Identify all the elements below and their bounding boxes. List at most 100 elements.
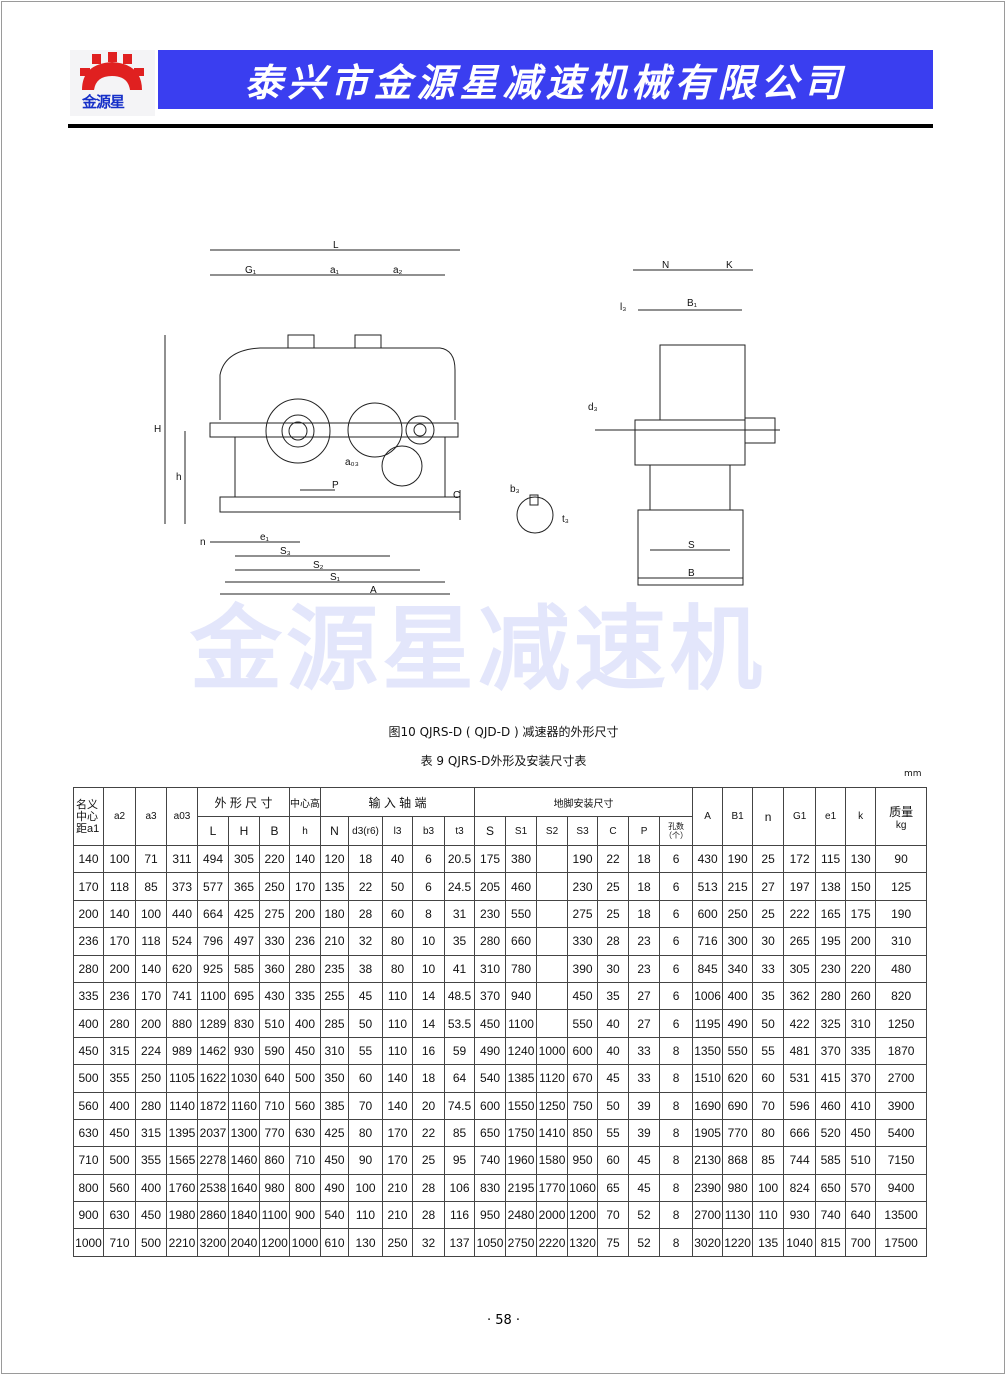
table-cell: 52: [628, 1228, 661, 1257]
table-cell: 1550: [505, 1091, 538, 1120]
table-cell: 64: [443, 1064, 476, 1093]
table-cell: 110: [348, 1201, 383, 1230]
table-cell: 220: [845, 954, 877, 983]
header-G1: G1: [783, 787, 817, 846]
table-cell: 250: [135, 1064, 167, 1093]
table-cell: 500: [103, 1146, 136, 1175]
table-cell: 513: [692, 872, 724, 901]
table-cell: 1000: [536, 1036, 569, 1066]
table-cell: 236: [103, 981, 136, 1011]
table-cell: 100: [752, 1173, 785, 1203]
table-cell: 80: [382, 954, 413, 983]
table-cell: 1840: [228, 1201, 260, 1230]
table-cell: 1870: [875, 1036, 928, 1066]
table-cell: 577: [197, 872, 229, 901]
table-cell: 1195: [692, 1009, 724, 1038]
table-cell: 1100: [505, 1009, 538, 1038]
table-cell: 40: [382, 844, 413, 874]
table-cell: 310: [474, 954, 507, 983]
table-cell: 224: [135, 1036, 167, 1066]
table-cell: 39: [628, 1118, 661, 1148]
table-cell: 2210: [166, 1228, 198, 1257]
table-cell: 140: [289, 844, 321, 874]
table-cell: 2037: [197, 1118, 229, 1148]
table-cell: 6: [659, 899, 694, 929]
table-cell: 38: [348, 954, 383, 983]
table-cell: 28: [412, 1173, 445, 1203]
table-cell: 135: [320, 872, 349, 901]
unit-label: mm: [904, 769, 922, 779]
table-cell: 130: [348, 1228, 383, 1257]
table-cell: 310: [875, 927, 928, 956]
table-cell: 230: [474, 899, 507, 929]
header-B1: B1: [722, 787, 754, 846]
table-cell: 716: [692, 927, 724, 956]
dim-a1: a₁: [330, 265, 340, 276]
table-cell: 490: [722, 1009, 754, 1038]
table-cell: 590: [259, 1036, 290, 1066]
table-cell: 138: [815, 872, 847, 901]
table-cell: 335: [845, 1036, 877, 1066]
header-input-shaft: 输 入 轴 端: [319, 787, 476, 817]
table-cell: 6: [412, 844, 445, 874]
table-cell: 390: [567, 954, 599, 983]
table-cell: 2538: [197, 1173, 229, 1203]
table-cell: 280: [289, 954, 321, 983]
table-cell: 2480: [505, 1201, 538, 1230]
header-S1: S1: [505, 816, 538, 846]
table-cell: 510: [259, 1009, 290, 1038]
table-cell: [536, 981, 569, 1011]
table-cell: 450: [320, 1146, 349, 1175]
table-cell: 50: [752, 1009, 785, 1038]
table-cell: 1200: [259, 1228, 290, 1257]
table-cell: 425: [228, 899, 260, 929]
table-cell: 35: [752, 981, 785, 1011]
table-cell: 330: [259, 927, 290, 956]
table-cell: 180: [320, 899, 349, 929]
table-cell: 950: [567, 1146, 599, 1175]
table-cell: 95: [443, 1146, 476, 1175]
table-cell: 25: [752, 899, 785, 929]
table-cell: 50: [382, 872, 413, 901]
table-cell: 59: [443, 1036, 476, 1066]
table-cell: 8: [659, 1228, 694, 1257]
table-cell: 494: [197, 844, 229, 874]
table-cell: 41: [443, 954, 476, 983]
header-b3: b3: [412, 816, 445, 846]
table-cell: 315: [103, 1036, 136, 1066]
table-cell: 780: [505, 954, 538, 983]
table-cell: 120: [320, 844, 349, 874]
table-cell: 45: [348, 981, 383, 1011]
table-cell: 2220: [536, 1228, 569, 1257]
table-cell: 50: [348, 1009, 383, 1038]
table-cell: 1140: [166, 1091, 198, 1120]
table-cell: 1565: [166, 1146, 198, 1175]
table-cell: 740: [474, 1146, 507, 1175]
table-cell: 1905: [692, 1118, 724, 1148]
table-cell: 1250: [536, 1091, 569, 1120]
table-cell: 460: [505, 872, 538, 901]
table-cell: 80: [382, 927, 413, 956]
dim-B1: B₁: [687, 298, 698, 309]
table-cell: 172: [783, 844, 817, 874]
side-view: [516, 269, 780, 586]
table-cell: 560: [73, 1091, 104, 1120]
table-cell: 1320: [567, 1228, 599, 1257]
table-cell: 930: [783, 1201, 817, 1230]
header-l3: l3: [382, 816, 413, 846]
table-cell: 9400: [875, 1173, 928, 1203]
header-a2: a2: [103, 787, 136, 846]
table-cell: 140: [103, 899, 136, 929]
table-cell: 400: [289, 1009, 321, 1038]
table-cell: 422: [783, 1009, 817, 1038]
table-cell: 1160: [228, 1091, 260, 1120]
table-cell: 118: [135, 927, 167, 956]
table-cell: 450: [289, 1036, 321, 1066]
table-cell: 170: [289, 872, 321, 901]
table-cell: 1395: [166, 1118, 198, 1148]
table-cell: 550: [722, 1036, 754, 1066]
